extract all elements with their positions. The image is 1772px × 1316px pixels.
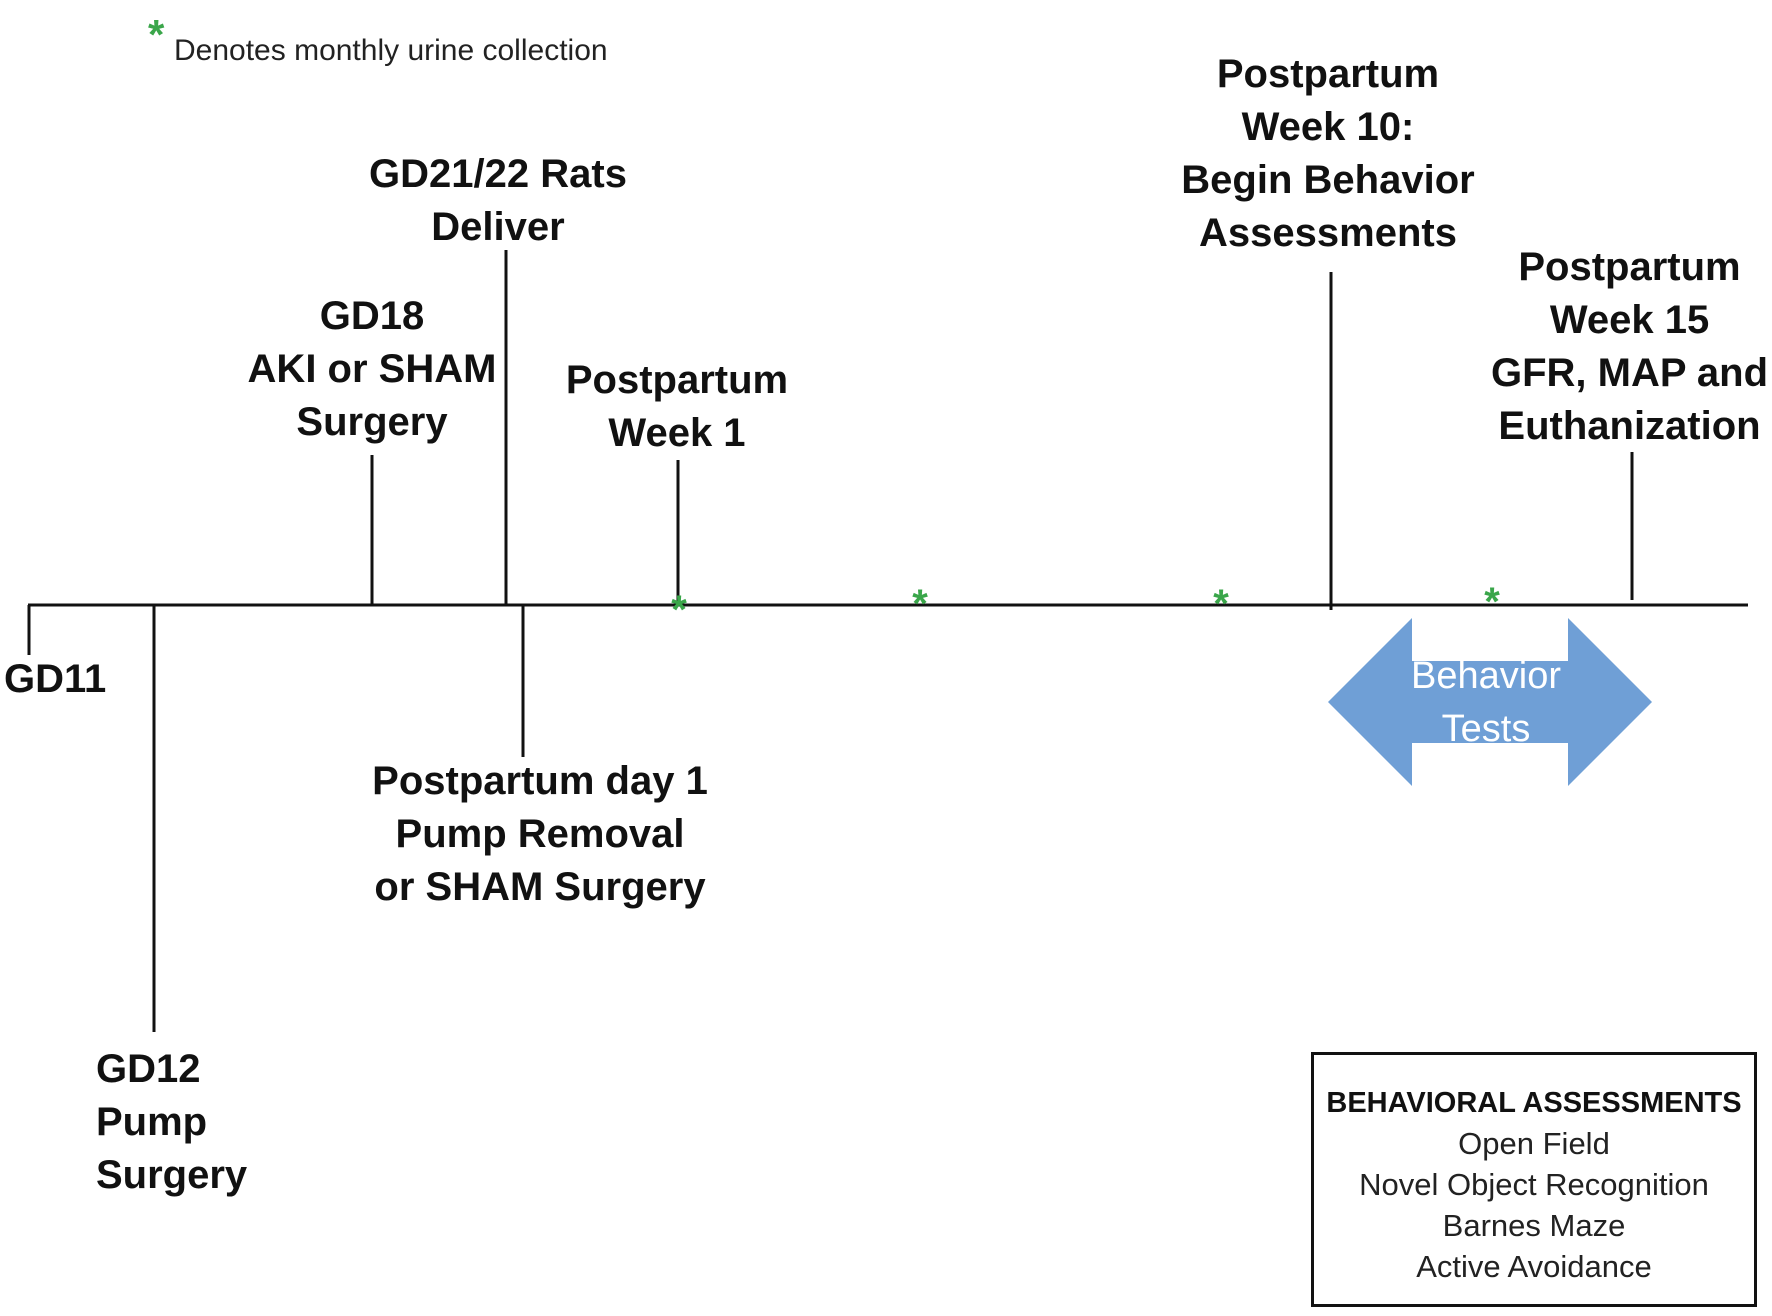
behavioral-assessments-box: BEHAVIORAL ASSESSMENTS Open Field Novel … (1311, 1052, 1757, 1307)
event-label-gd18: GD18 AKI or SHAM Surgery (247, 294, 497, 444)
urine-collection-marker: * (912, 582, 928, 626)
behavior-tests-arrow (1328, 618, 1652, 786)
event-label-pp-day1: Postpartum day 1 Pump Removal or SHAM Su… (372, 759, 708, 909)
event-label-gd12: GD12 Pump Surgery (96, 1047, 248, 1197)
legend-text: Denotes monthly urine collection (174, 34, 608, 67)
assessment-item: Active Avoidance (1416, 1249, 1652, 1284)
event-label-pp-week1: Postpartum Week 1 (565, 358, 789, 455)
urine-collection-marker: * (671, 588, 687, 632)
event-label-pp-week10: Postpartum Week 10: Begin Behavior Asses… (1181, 52, 1475, 255)
assessment-item: Barnes Maze (1442, 1208, 1626, 1243)
behavior-tests-label: Behavior Tests (1411, 655, 1561, 750)
assessment-item: Novel Object Recognition (1359, 1167, 1709, 1202)
assessments-title: BEHAVIORAL ASSESSMENTS (1326, 1087, 1742, 1119)
urine-collection-legend-icon: * (148, 11, 165, 58)
event-label-gd21: GD21/22 Rats Deliver (369, 152, 627, 249)
urine-collection-marker: * (1484, 580, 1500, 624)
event-label-pp-week15: Postpartum Week 15 GFR, MAP and Euthaniz… (1490, 245, 1769, 448)
event-label-gd11: GD11 (4, 657, 107, 701)
assessment-item: Open Field (1458, 1126, 1610, 1161)
urine-collection-marker: * (1213, 582, 1229, 626)
